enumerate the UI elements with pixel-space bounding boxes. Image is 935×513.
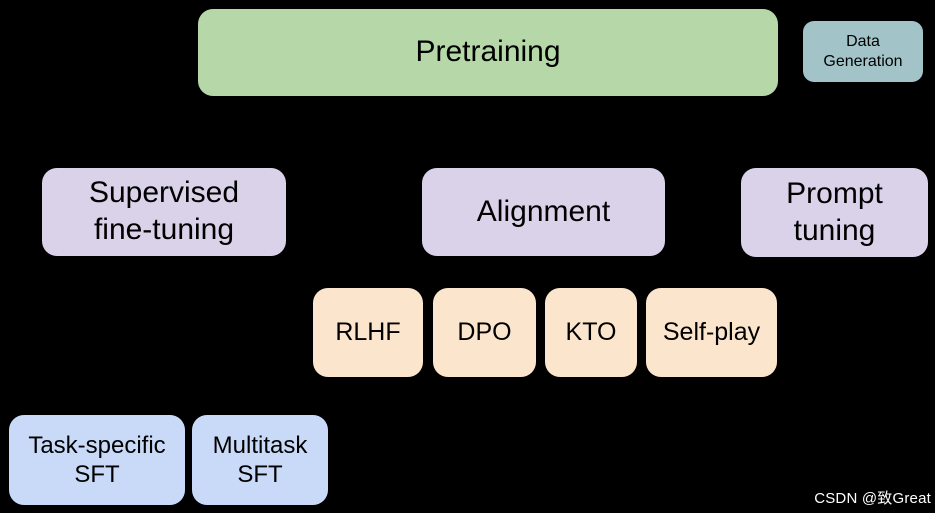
- alignment-label: Alignment: [476, 194, 611, 228]
- supervised-fine-tuning-box: Supervised fine-tuning: [42, 168, 286, 256]
- multitask-sft-box: Multitask SFT: [192, 415, 328, 505]
- task-specific-sft-label: Task-specific SFT: [28, 431, 166, 488]
- supervised-fine-tuning-label: Supervised fine-tuning: [88, 176, 240, 246]
- dpo-label: DPO: [457, 318, 512, 347]
- kto-box: KTO: [545, 288, 637, 377]
- rlhf-box: RLHF: [313, 288, 423, 377]
- self-play-box: Self-play: [646, 288, 777, 377]
- dpo-box: DPO: [433, 288, 536, 377]
- self-play-label: Self-play: [662, 318, 761, 347]
- pretraining-label: Pretraining: [415, 35, 561, 69]
- csdn-watermark: CSDN @致Great: [814, 490, 931, 507]
- pretraining-box: Pretraining: [198, 9, 778, 96]
- rlhf-label: RLHF: [335, 318, 401, 347]
- task-specific-sft-box: Task-specific SFT: [9, 415, 185, 505]
- prompt-tuning-box: Prompt tuning: [741, 168, 928, 257]
- prompt-tuning-label: Prompt tuning: [786, 176, 883, 247]
- data-generation-label: Data Generation: [823, 32, 903, 70]
- data-generation-box: Data Generation: [803, 21, 923, 82]
- alignment-box: Alignment: [422, 168, 665, 256]
- multitask-sft-label: Multitask SFT: [212, 431, 308, 488]
- kto-label: KTO: [565, 318, 617, 347]
